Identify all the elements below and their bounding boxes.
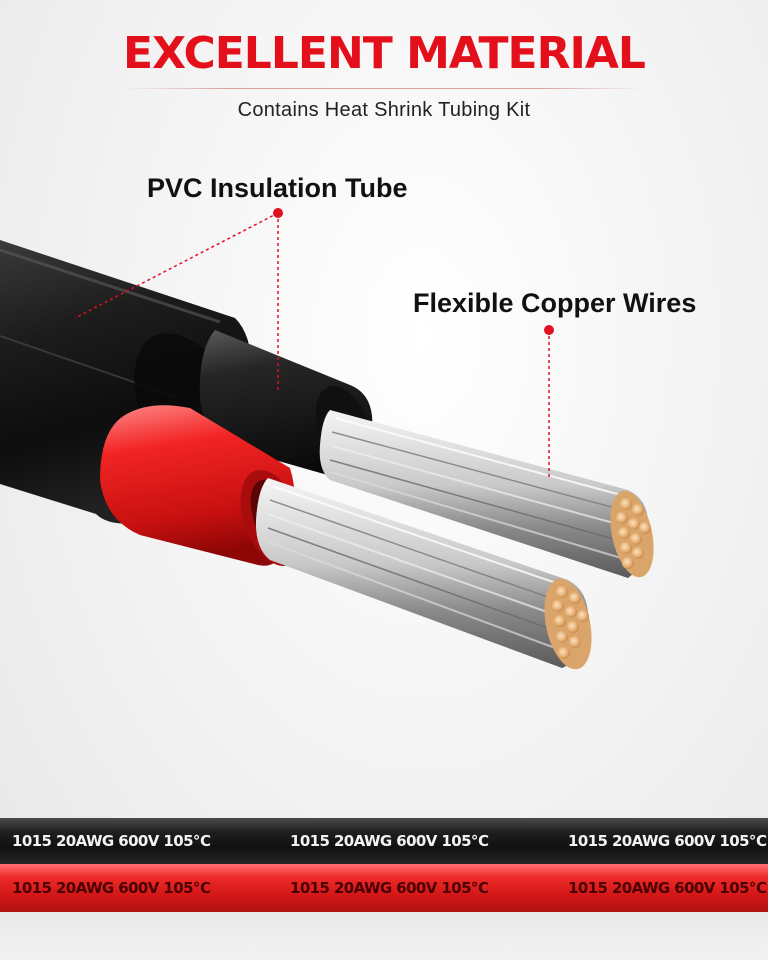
red-wire-strip: 1015 20AWG 600V 105℃ 1015 20AWG 600V 105… (0, 864, 768, 912)
black-wire-print: 1015 20AWG 600V 105℃ (12, 832, 211, 850)
title-divider (124, 88, 644, 89)
pvc-callout-line-diagonal (74, 212, 279, 319)
black-wire-strands (319, 410, 654, 578)
black-wire-print: 1015 20AWG 600V 105℃ (568, 832, 767, 850)
pvc-insulation-label: PVC Insulation Tube (147, 173, 408, 203)
red-wire-print: 1015 20AWG 600V 105℃ (290, 879, 489, 897)
copper-callout (544, 325, 554, 480)
page-subtitle: Contains Heat Shrink Tubing Kit (237, 99, 531, 121)
copper-wires-label: Flexible Copper Wires (413, 288, 697, 318)
pvc-callout (74, 208, 283, 390)
red-wire-strands (255, 478, 592, 670)
red-wire-print: 1015 20AWG 600V 105℃ (12, 879, 211, 897)
page-title: EXCELLENT MATERIAL (123, 28, 646, 79)
black-wire-print: 1015 20AWG 600V 105℃ (290, 832, 489, 850)
black-wire-strip: 1015 20AWG 600V 105℃ 1015 20AWG 600V 105… (0, 818, 768, 866)
red-wire-print: 1015 20AWG 600V 105℃ (568, 879, 767, 897)
bottom-background (0, 912, 768, 960)
